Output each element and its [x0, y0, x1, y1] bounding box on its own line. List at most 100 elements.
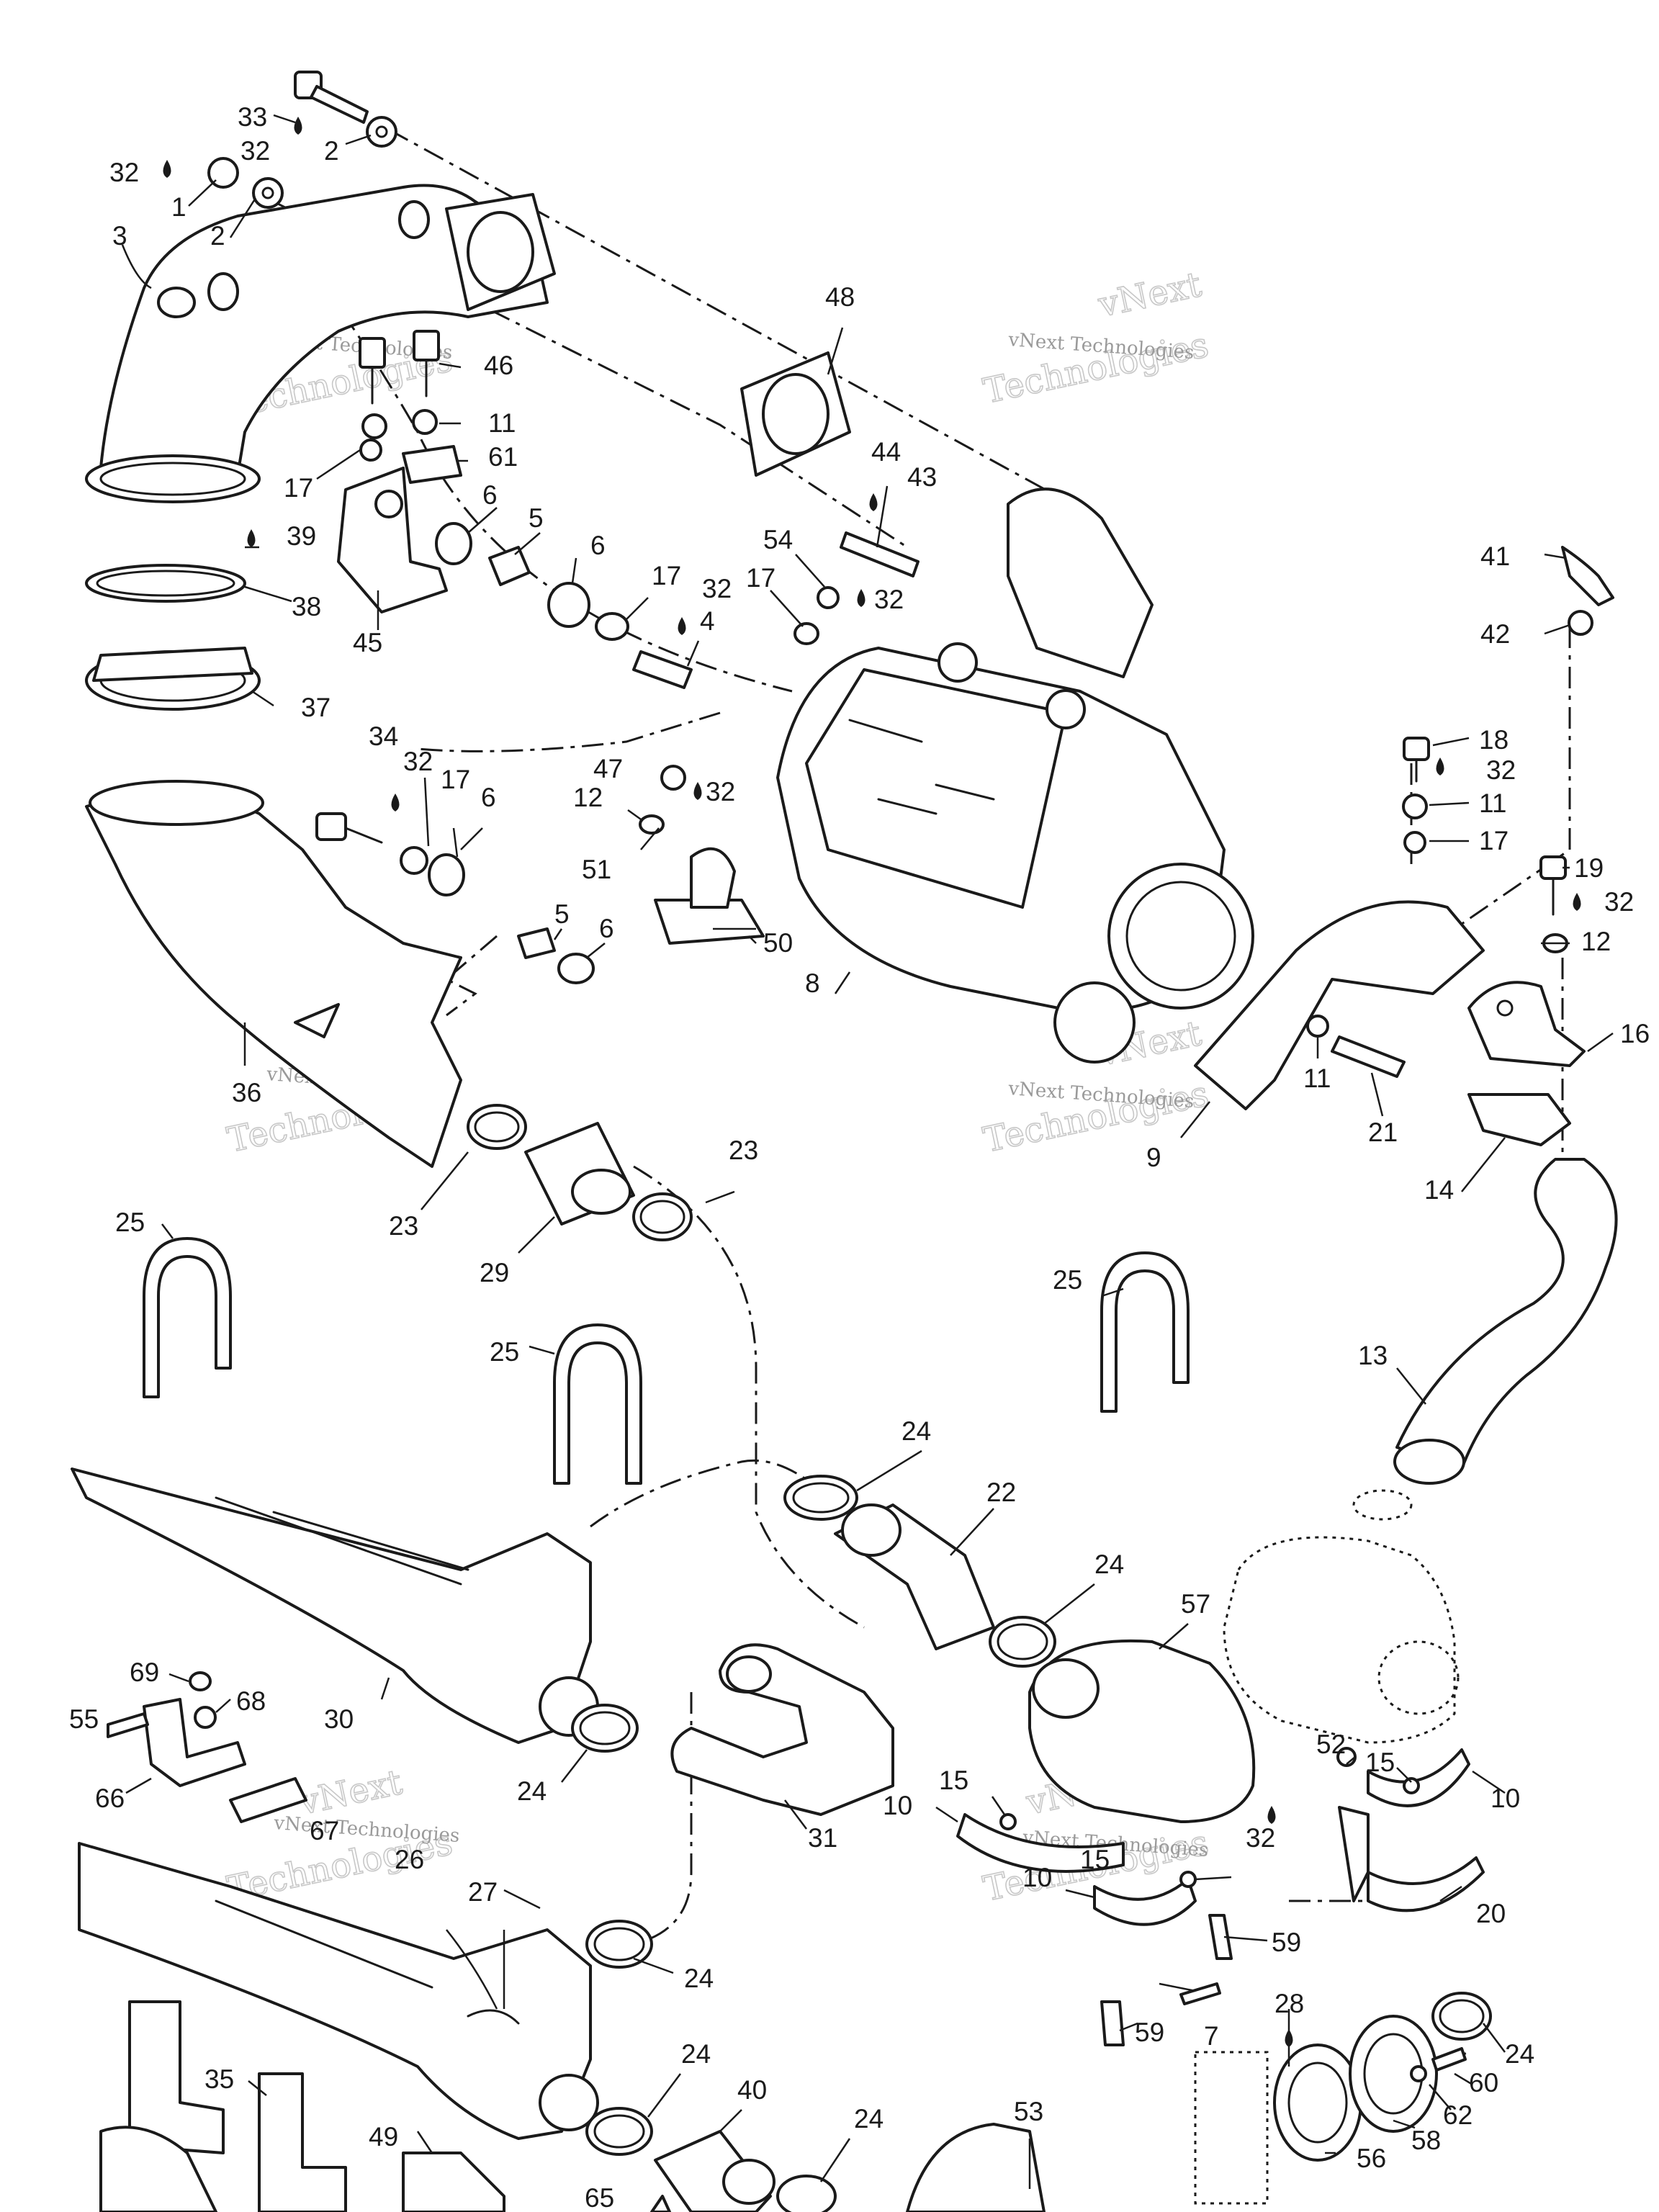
callout-23: 23 [729, 1136, 758, 1165]
washer-2-lower [252, 177, 284, 209]
callout-12: 12 [573, 783, 603, 812]
callout-41: 41 [1480, 541, 1510, 571]
callout-36: 36 [232, 1078, 261, 1107]
callout-60: 60 [1469, 2068, 1498, 2098]
callout-32: 32 [706, 777, 735, 806]
clamp-24-b [989, 1616, 1056, 1668]
callout-17: 17 [652, 561, 681, 590]
mount-50-51 [654, 847, 765, 945]
clamp-24-d [585, 1920, 653, 1969]
callout-32: 32 [109, 158, 139, 187]
callout-13: 13 [1358, 1341, 1388, 1370]
sleeve-29 [524, 1122, 635, 1226]
callout-24: 24 [1505, 2039, 1534, 2069]
washer-2-upper [366, 116, 397, 148]
callout-5: 5 [554, 899, 570, 929]
oil-drop-icon [1573, 893, 1581, 911]
screw-54 [817, 586, 840, 609]
callout-6: 6 [599, 914, 614, 943]
grommet-6-b [547, 582, 590, 628]
hose-22 [834, 1503, 995, 1650]
oil-drop-icon [1267, 1806, 1276, 1824]
callout-24: 24 [681, 2039, 711, 2069]
bracket-45 [337, 467, 448, 613]
part-65 [650, 2195, 671, 2212]
oil-drop-icon [294, 117, 302, 135]
grommet-6-c [428, 853, 465, 896]
callout-42: 42 [1480, 619, 1510, 649]
callout-10: 10 [1491, 1784, 1520, 1813]
screw-60 [1431, 2047, 1467, 2072]
callout-32: 32 [1246, 1823, 1275, 1853]
hose-13 [1393, 1158, 1618, 1485]
callout-32: 32 [1486, 755, 1516, 785]
plate-14 [1467, 1093, 1571, 1146]
washer-17-d [400, 846, 428, 875]
callout-32: 32 [702, 574, 732, 603]
callout-35: 35 [204, 2064, 234, 2094]
clamp-37 [85, 647, 261, 711]
callouts: 33 32 2 32 1 2 3 48 46 11 61 17 6 5 39 3… [69, 102, 1650, 2212]
sleeve-5-b [517, 927, 556, 959]
clamp-24-a [783, 1475, 858, 1521]
screw-47 [660, 765, 686, 791]
clamp-23-right [632, 1192, 693, 1241]
callout-68: 68 [236, 1686, 266, 1716]
strap-25-right [1100, 1251, 1190, 1413]
callout-58: 58 [1411, 2126, 1441, 2155]
resonator-26 [78, 1842, 599, 2140]
callout-11: 11 [488, 408, 516, 438]
watermark-low-left: vNext Technologies vNext Technologies [223, 1761, 460, 1910]
callout-43: 43 [907, 462, 937, 492]
strap-25-middle [553, 1323, 642, 1485]
callout-10: 10 [883, 1791, 912, 1820]
oil-drop-icon [1285, 2029, 1293, 2047]
bolt-33 [294, 71, 369, 124]
rubber-mount-16 [1467, 981, 1586, 1067]
clamp-24-g [776, 2175, 837, 2212]
callout-21: 21 [1368, 1118, 1398, 1147]
callout-32: 32 [1604, 887, 1634, 917]
callout-11: 11 [1479, 788, 1506, 818]
washer-17-c [793, 622, 819, 645]
callout-52: 52 [1316, 1730, 1346, 1759]
grommet-6-a [435, 522, 472, 565]
washer-69 [189, 1671, 212, 1691]
clip-61 [402, 445, 462, 484]
callout-38: 38 [292, 592, 321, 621]
callout-57: 57 [1181, 1589, 1210, 1619]
callout-46: 46 [484, 351, 513, 380]
callout-15: 15 [1080, 1845, 1110, 1874]
clamp-24-f [585, 2107, 653, 2156]
callout-7: 7 [1204, 2021, 1219, 2051]
washer-12-a [639, 814, 665, 835]
bolt-4 [632, 650, 693, 689]
callout-17: 17 [441, 765, 470, 794]
callout-6: 6 [590, 531, 606, 560]
callout-62: 62 [1443, 2100, 1473, 2130]
callout-55: 55 [69, 1704, 99, 1734]
screw-46-pair [359, 330, 440, 405]
callout-5: 5 [529, 503, 544, 533]
callout-50: 50 [763, 928, 793, 958]
bolt-34 [315, 812, 383, 844]
block-49 [402, 2152, 505, 2212]
callout-61: 61 [488, 442, 518, 472]
muffler-reference-outline [1223, 1489, 1460, 1744]
gasket-48 [740, 351, 851, 477]
sleeve-5-a [488, 546, 531, 586]
washer-17-e [1403, 831, 1426, 854]
grommet-6-d [557, 953, 595, 984]
callout-18: 18 [1479, 725, 1509, 755]
callout-20: 20 [1476, 1899, 1506, 1928]
clamp-24-c [571, 1704, 639, 1753]
bolt-18 [1403, 737, 1430, 783]
callout-39: 39 [287, 521, 316, 551]
shield-10-c [1367, 1748, 1470, 1807]
callout-25: 25 [115, 1208, 145, 1237]
oil-drop-icon [693, 782, 702, 800]
heat-shield-9 [1194, 900, 1485, 1110]
callout-24: 24 [854, 2104, 884, 2134]
callout-66: 66 [95, 1784, 125, 1813]
callout-17: 17 [746, 563, 775, 593]
